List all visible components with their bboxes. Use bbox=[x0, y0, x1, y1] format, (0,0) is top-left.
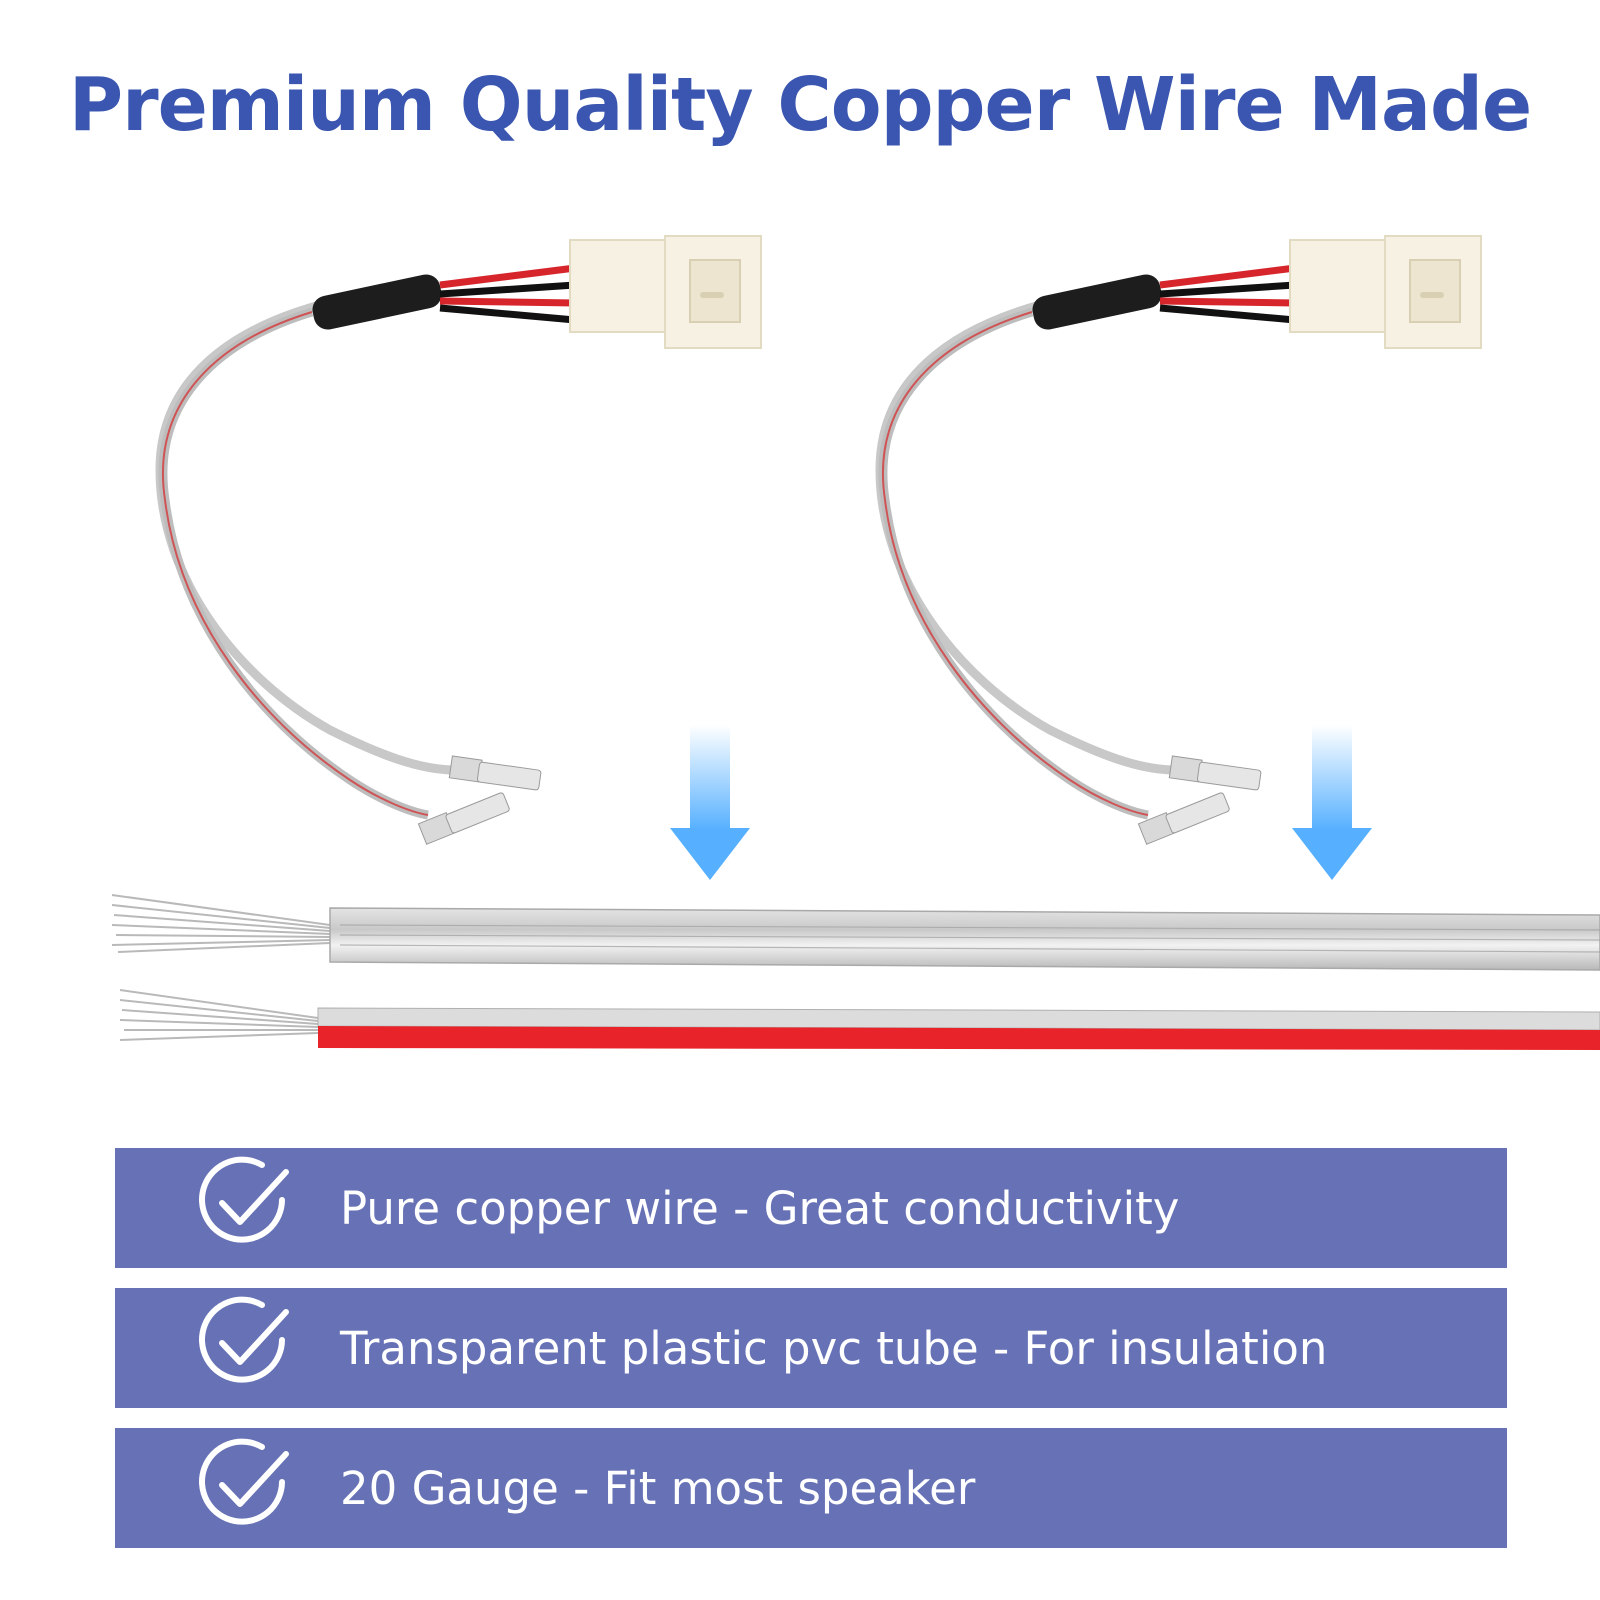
clear-wire-strand bbox=[111, 894, 1600, 971]
wire-harness-right bbox=[875, 235, 1482, 845]
feature-item: 20 Gauge - Fit most speaker bbox=[115, 1428, 1507, 1548]
red-wire-strand bbox=[119, 989, 1600, 1050]
feature-text: Pure copper wire - Great conductivity bbox=[340, 1181, 1180, 1235]
feature-text: Transparent plastic pvc tube - For insul… bbox=[340, 1321, 1328, 1375]
arrow-down-icon bbox=[670, 725, 750, 880]
feature-list: Pure copper wire - Great conductivity Tr… bbox=[115, 1148, 1507, 1548]
feature-item: Transparent plastic pvc tube - For insul… bbox=[115, 1288, 1507, 1408]
headline: Premium Quality Copper Wire Made bbox=[68, 62, 1532, 148]
wire-harness-left bbox=[155, 235, 762, 845]
feature-item: Pure copper wire - Great conductivity bbox=[115, 1148, 1507, 1268]
arrow-down-icon bbox=[1292, 725, 1372, 880]
feature-text: 20 Gauge - Fit most speaker bbox=[340, 1461, 976, 1515]
